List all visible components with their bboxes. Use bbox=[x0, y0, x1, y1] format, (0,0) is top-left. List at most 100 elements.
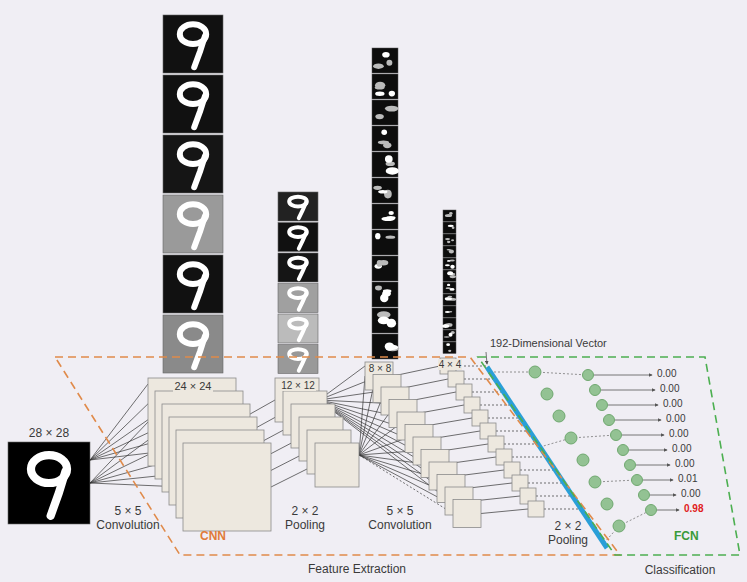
output-neuron bbox=[583, 370, 594, 381]
activation-blob bbox=[383, 143, 391, 149]
region-label: FCN bbox=[674, 529, 699, 543]
weight-line bbox=[535, 372, 588, 375]
feature-map bbox=[163, 315, 223, 373]
conv1-stack bbox=[148, 378, 271, 531]
digit-stroke bbox=[299, 263, 306, 279]
hidden-neuron bbox=[601, 498, 613, 510]
connection-line bbox=[512, 457, 547, 458]
feature-map bbox=[443, 294, 456, 306]
feature-map bbox=[443, 246, 456, 258]
activation-blob bbox=[448, 225, 454, 227]
digit-stroke bbox=[299, 294, 306, 310]
hidden-neuron bbox=[589, 476, 601, 488]
hidden-neuron bbox=[613, 520, 625, 532]
feature-map bbox=[443, 270, 456, 282]
conv1-feature-image bbox=[163, 195, 223, 253]
activation-blob bbox=[446, 343, 450, 346]
digit-stroke bbox=[194, 276, 205, 307]
output-arrow bbox=[608, 405, 658, 406]
feature-map bbox=[372, 256, 398, 281]
feature-map bbox=[372, 334, 398, 359]
dashed-border bbox=[55, 357, 620, 555]
activation-blob bbox=[447, 260, 451, 262]
feature-map bbox=[443, 282, 456, 294]
hidden-neuron bbox=[529, 366, 541, 378]
weight-line bbox=[571, 435, 616, 438]
activation-blob bbox=[445, 238, 450, 240]
connection-line bbox=[464, 379, 495, 380]
layer-label: 2 × 2 Pooling bbox=[539, 519, 597, 548]
output-value: 0.98 bbox=[684, 503, 703, 515]
feature-map bbox=[443, 330, 456, 342]
output-arrow bbox=[636, 465, 670, 466]
output-arrow bbox=[622, 435, 664, 436]
connection-line bbox=[480, 405, 512, 406]
pool1-feature-image bbox=[278, 192, 318, 221]
activation-blob bbox=[447, 284, 450, 286]
digit-stroke bbox=[194, 156, 205, 187]
feature-map bbox=[278, 345, 318, 374]
output-arrow bbox=[594, 375, 652, 376]
conv2-feature-image bbox=[372, 74, 398, 99]
feature-map-box bbox=[528, 501, 544, 517]
connection-line bbox=[90, 384, 148, 460]
connection-line bbox=[536, 496, 573, 497]
output-neuron bbox=[590, 385, 601, 396]
conv1-feature-image bbox=[163, 75, 223, 133]
leader-line bbox=[486, 352, 487, 364]
pool1-feature-image bbox=[278, 223, 318, 252]
digit-stroke bbox=[194, 96, 205, 127]
output-arrow bbox=[615, 420, 661, 421]
output-value: 0.00 bbox=[672, 443, 691, 455]
weight-line bbox=[490, 372, 535, 373]
fcn-region: FCN bbox=[478, 357, 740, 555]
activation-blob bbox=[375, 114, 383, 119]
feature-map bbox=[372, 178, 398, 203]
feature-map bbox=[163, 75, 223, 133]
conv1-feature-image bbox=[163, 255, 223, 313]
region-outline bbox=[478, 357, 740, 555]
conv2-feature-image bbox=[372, 178, 398, 203]
activation-blob bbox=[449, 311, 452, 312]
layer-label: 28 × 28 bbox=[14, 426, 84, 440]
activation-blob bbox=[447, 296, 452, 298]
activation-blob bbox=[452, 227, 455, 229]
activation-blob bbox=[448, 350, 451, 352]
activation-blob bbox=[386, 60, 392, 66]
pool2-feature-image bbox=[443, 270, 456, 282]
feature-map bbox=[443, 258, 456, 270]
connection-line bbox=[520, 470, 555, 471]
hidden-neuron bbox=[577, 454, 589, 466]
conv2-feature-image bbox=[372, 100, 398, 125]
activation-blob bbox=[378, 317, 390, 325]
pool2-feature-image bbox=[443, 282, 456, 294]
activation-blob bbox=[444, 336, 450, 337]
connection-line bbox=[472, 392, 504, 393]
activation-blob bbox=[382, 290, 391, 296]
flattened-vector bbox=[487, 367, 607, 548]
output-arrow bbox=[657, 510, 679, 511]
conv2-feature-image bbox=[372, 48, 398, 73]
activation-blob bbox=[378, 190, 387, 194]
output-neuron bbox=[646, 505, 657, 516]
pool2-feature-image bbox=[443, 330, 456, 342]
output-arrow bbox=[601, 390, 655, 391]
layer-label: Classification bbox=[630, 563, 730, 577]
feature-map bbox=[163, 195, 223, 253]
feature-map bbox=[443, 210, 456, 222]
feature-map bbox=[278, 253, 318, 282]
conv2-feature-image bbox=[372, 282, 398, 307]
pool2-feature-image bbox=[442, 318, 456, 330]
feature-map bbox=[278, 284, 318, 313]
illustration bbox=[8, 15, 679, 548]
conv2-feature-image bbox=[372, 230, 398, 255]
activation-blob bbox=[389, 91, 395, 97]
activation-blob bbox=[451, 239, 454, 241]
pool1-feature-image bbox=[278, 345, 318, 374]
connection-line bbox=[504, 444, 538, 445]
output-value: 0.01 bbox=[678, 473, 697, 485]
pool1-feature-image bbox=[278, 314, 318, 343]
output-arrow bbox=[643, 480, 673, 481]
